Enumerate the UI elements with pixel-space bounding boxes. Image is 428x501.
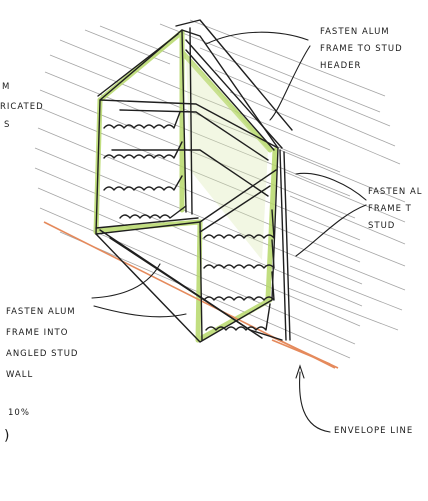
right-note-line-3: STUD — [368, 221, 396, 231]
header-note-line-1: FASTEN ALUM — [320, 27, 390, 37]
left-note-line-3: ANGLED STUD — [6, 349, 79, 359]
header-note-line-2: FRAME TO STUD — [320, 44, 403, 54]
left-fragment-top: M — [2, 82, 11, 92]
envelope-line-stroke — [43, 221, 339, 369]
left-fragment-percent: 10% — [8, 408, 30, 418]
right-note-line-1: FASTEN AL — [368, 187, 423, 197]
left-fragment-second: RICATED — [0, 102, 44, 112]
left-fragment-third: S — [4, 120, 11, 130]
leader-lines — [91, 31, 367, 433]
left-note-line-2: FRAME INTO — [6, 328, 69, 338]
header-note: FASTEN ALUM FRAME TO STUD HEADER — [320, 24, 403, 75]
frame-side-tint — [186, 54, 268, 260]
left-note-line-1: FASTEN ALUM — [6, 307, 76, 317]
envelope-line-label: ENVELOPE LINE — [334, 426, 414, 436]
left-note-line-4: WALL — [6, 370, 34, 380]
right-note: FASTEN AL FRAME T STUD — [368, 184, 423, 235]
left-note: FASTEN ALUM FRAME INTO ANGLED STUD WALL — [6, 302, 78, 386]
header-note-line-3: HEADER — [320, 61, 362, 71]
frame-ink — [95, 19, 293, 343]
wall-hatching — [34, 19, 406, 359]
right-note-line-2: FRAME T — [368, 204, 412, 214]
left-fragment-paren: ) — [4, 428, 11, 444]
